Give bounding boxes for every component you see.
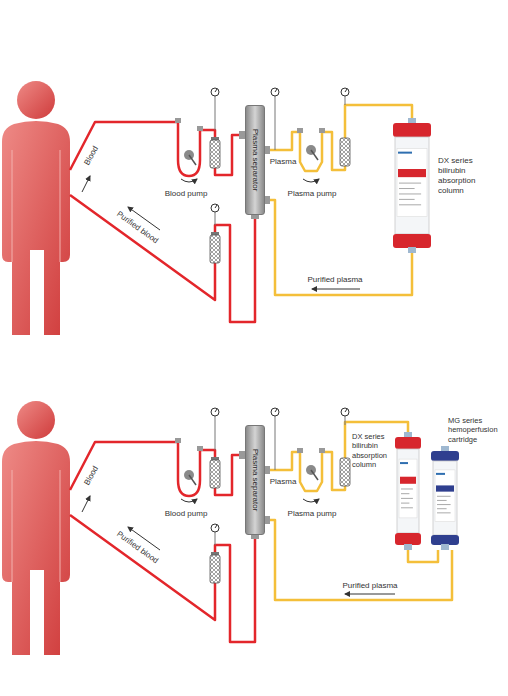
flow-label: Plasma	[269, 158, 298, 167]
flow-label: Blood	[83, 144, 101, 168]
plasma-line	[408, 550, 438, 562]
flow-label: Purified plasma	[306, 276, 363, 285]
flow-label: Blood	[83, 464, 101, 488]
flow-label: Blood pump	[164, 190, 209, 199]
node-label: MG series hemoperfusion cartridge	[448, 416, 505, 444]
adsorption-column: DX series bilirubin absorption column	[352, 432, 424, 550]
flow-label: Plasma pump	[287, 510, 338, 519]
plasma-line	[265, 105, 412, 171]
flow-label: Purified blood	[114, 209, 160, 246]
flow-label: Blood pump	[164, 510, 209, 519]
plasma-separator: Plasma separator	[245, 425, 265, 535]
flow-label: Purified plasma	[341, 582, 398, 591]
adsorption-column: DX series bilirubin absorption column	[392, 118, 505, 253]
node-label: Plasma separator	[250, 449, 260, 512]
top-panel	[2, 81, 350, 335]
bottom-panel	[2, 401, 350, 655]
column-drawing	[430, 446, 460, 550]
plasma-line	[265, 422, 408, 491]
plasma-line	[265, 520, 452, 600]
column-drawing	[394, 432, 422, 550]
flow-label: Plasma pump	[287, 190, 338, 199]
flow-label: Plasma	[269, 478, 298, 487]
flow-arrow	[312, 289, 395, 594]
node-label: DX series bilirubin absorption column	[352, 432, 392, 470]
node-label: Plasma separator	[250, 129, 260, 192]
node-label: DX series bilirubin absorption column	[438, 156, 502, 196]
column-drawing	[392, 118, 432, 253]
plasma-separator: Plasma separator	[245, 105, 265, 215]
plasma-line	[265, 200, 412, 295]
adsorption-column: MG series hemoperfusion cartridge	[426, 416, 505, 550]
flow-label: Purified blood	[114, 529, 160, 566]
